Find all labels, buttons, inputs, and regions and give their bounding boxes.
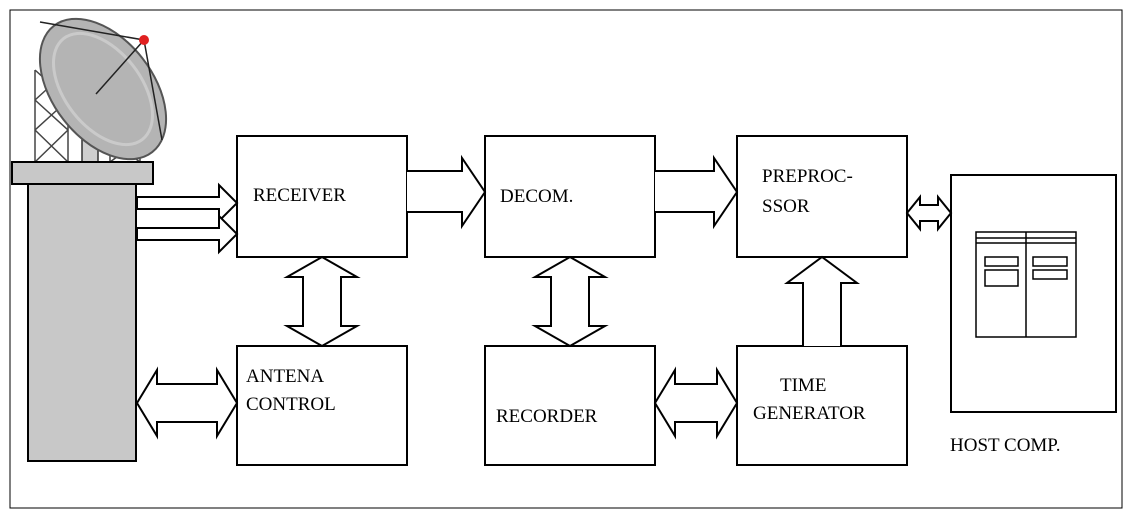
satellite-dish-icon <box>34 17 168 165</box>
antenna-control-block <box>236 345 408 466</box>
preprocessor-host-bidirectional-arrow <box>905 194 953 232</box>
time-generator-label-line2: GENERATOR <box>753 403 866 424</box>
preprocessor-label-line2: SSOR <box>762 196 810 217</box>
antenna-control-label-line2: CONTROL <box>246 394 336 415</box>
receiver-label: RECEIVER <box>253 185 346 206</box>
dish-reflector <box>38 17 168 161</box>
tower-to-receiver-arrow-lower <box>136 213 239 255</box>
tower-to-receiver-arrow-upper <box>136 182 239 224</box>
diagram-frame <box>9 9 1123 509</box>
tower-antenna-control-arrow <box>135 366 239 440</box>
antenna-tower <box>27 183 137 462</box>
preprocessor-block <box>736 135 908 258</box>
receiver-block <box>236 135 408 258</box>
time-generator-label-line1: TIME <box>780 375 826 396</box>
host-computer-label: HOST COMP. <box>950 435 1061 456</box>
host-computer-icon <box>975 231 1077 338</box>
dish-feed-point <box>139 35 149 45</box>
tower-top-plate <box>11 161 154 185</box>
antenna-control-label-line1: ANTENA <box>246 366 324 387</box>
receiver-to-decom-arrow <box>407 154 487 230</box>
time-generator-to-preprocessor-arrow <box>783 255 861 346</box>
receiver-antenna-control-arrow <box>283 255 361 348</box>
decom-recorder-arrow <box>531 255 609 348</box>
recorder-time-generator-arrow <box>653 366 739 440</box>
time-generator-block <box>736 345 908 466</box>
recorder-label: RECORDER <box>496 406 598 427</box>
preprocessor-label-line1: PREPROC- <box>762 166 853 187</box>
decom-to-preprocessor-arrow <box>655 154 739 230</box>
decom-label: DECOM. <box>500 186 573 207</box>
